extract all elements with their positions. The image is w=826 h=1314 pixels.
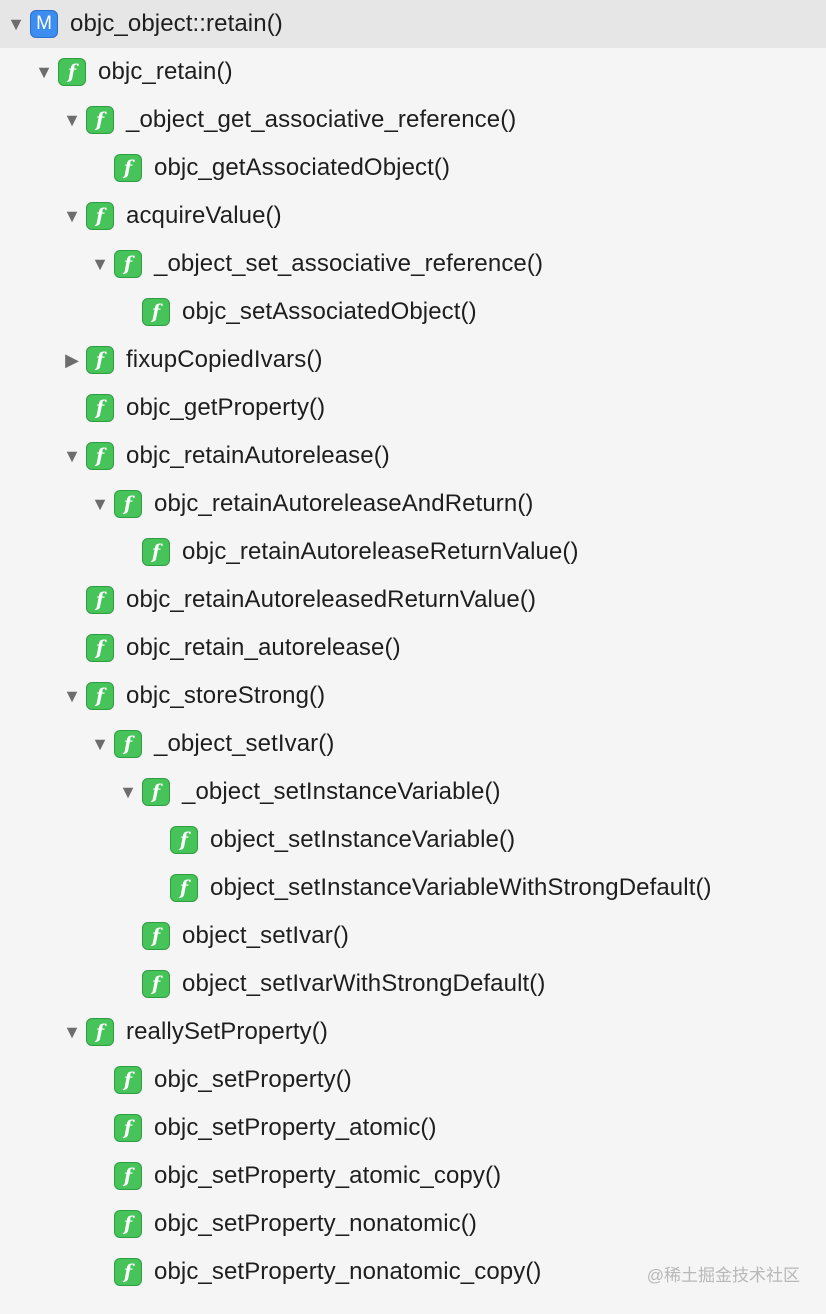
tree-row-label[interactable]: objc_retain(): [98, 58, 233, 85]
tree-row-label[interactable]: objc_retain_autorelease(): [126, 634, 401, 661]
watermark: @稀土掘金技术社区: [646, 1266, 800, 1285]
tree-row[interactable]: f objc_setProperty_nonatomic(): [86, 1200, 477, 1248]
function-icon: f: [114, 1258, 142, 1286]
tree-row[interactable]: ▼f _object_setInstanceVariable(): [114, 768, 501, 816]
disclosure-expanded-icon[interactable]: ▼: [91, 494, 109, 514]
disclosure-expanded-icon[interactable]: ▼: [119, 782, 137, 802]
tree-row-label[interactable]: _object_setInstanceVariable(): [182, 778, 501, 805]
tree-row[interactable]: f objc_setProperty_atomic_copy(): [86, 1152, 501, 1200]
tree-row[interactable]: f objc_getAssociatedObject(): [86, 144, 450, 192]
tree-row[interactable]: f object_setInstanceVariable(): [142, 816, 515, 864]
tree-row-label[interactable]: objc_setProperty_nonatomic(): [154, 1210, 477, 1237]
function-icon: f: [114, 250, 142, 278]
function-icon: f: [86, 442, 114, 470]
selected-row-highlight: [0, 0, 826, 48]
tree-row[interactable]: ▼f objc_retain(): [30, 48, 233, 96]
tree-row-label[interactable]: objc_setAssociatedObject(): [182, 298, 477, 325]
tree-row-label[interactable]: objc_setProperty_atomic_copy(): [154, 1162, 502, 1189]
tree-row[interactable]: f objc_retainAutoreleasedReturnValue(): [58, 576, 536, 624]
function-icon: f: [114, 490, 142, 518]
tree-row-label[interactable]: fixupCopiedIvars(): [126, 346, 323, 373]
tree-row-label[interactable]: _object_set_associative_reference(): [154, 250, 544, 277]
function-icon: f: [170, 874, 198, 902]
disclosure-expanded-icon[interactable]: ▼: [63, 686, 81, 706]
tree-row[interactable]: f objc_setProperty_atomic(): [86, 1104, 437, 1152]
tree-row-label[interactable]: objc_object::retain(): [70, 10, 283, 37]
function-icon: f: [86, 682, 114, 710]
function-icon: f: [142, 970, 170, 998]
tree-row[interactable]: ▼f reallySetProperty(): [58, 1008, 328, 1056]
tree-row[interactable]: ▼f _object_setIvar(): [86, 720, 334, 768]
tree-row[interactable]: f objc_retain_autorelease(): [58, 624, 401, 672]
disclosure-collapsed-icon[interactable]: ▶: [65, 350, 79, 370]
tree-row-label[interactable]: objc_setProperty_nonatomic_copy(): [154, 1258, 542, 1285]
disclosure-expanded-icon[interactable]: ▼: [35, 62, 53, 82]
tree-row[interactable]: f objc_setProperty(): [86, 1056, 352, 1104]
tree-row[interactable]: f objc_setProperty_nonatomic_copy(): [86, 1248, 542, 1296]
tree-row-label[interactable]: objc_getAssociatedObject(): [154, 154, 451, 181]
function-icon: f: [86, 634, 114, 662]
function-icon: f: [170, 826, 198, 854]
tree-row-label[interactable]: objc_retainAutoreleaseReturnValue(): [182, 538, 579, 565]
tree-row[interactable]: f objc_getProperty(): [58, 384, 325, 432]
disclosure-expanded-icon[interactable]: ▼: [63, 446, 81, 466]
function-icon: f: [86, 106, 114, 134]
disclosure-expanded-icon[interactable]: ▼: [91, 254, 109, 274]
tree-row[interactable]: f object_setInstanceVariableWithStrongDef…: [142, 864, 712, 912]
tree-row[interactable]: f object_setIvarWithStrongDefault(): [114, 960, 545, 1008]
function-icon: f: [86, 202, 114, 230]
disclosure-expanded-icon[interactable]: ▼: [91, 734, 109, 754]
tree-row-label[interactable]: objc_retainAutoreleaseAndReturn(): [154, 490, 534, 517]
tree-row-label[interactable]: object_setIvar(): [182, 922, 349, 949]
tree-row-label[interactable]: object_setInstanceVariableWithStrongDefa…: [210, 874, 712, 901]
function-icon: f: [114, 1210, 142, 1238]
tree-row[interactable]: ▼f _object_set_associative_reference(): [86, 240, 543, 288]
tree-row-label[interactable]: objc_retainAutorelease(): [126, 442, 390, 469]
disclosure-expanded-icon[interactable]: ▼: [63, 206, 81, 226]
tree-row-label[interactable]: acquireValue(): [126, 202, 282, 229]
function-icon: f: [114, 1114, 142, 1142]
tree-row[interactable]: ▼f acquireValue(): [58, 192, 282, 240]
tree-row-label[interactable]: objc_retainAutoreleasedReturnValue(): [126, 586, 537, 613]
function-icon: f: [142, 922, 170, 950]
tree-row-label[interactable]: object_setInstanceVariable(): [210, 826, 516, 853]
tree-row-label[interactable]: objc_setProperty_atomic(): [154, 1114, 437, 1141]
tree-row-label[interactable]: objc_getProperty(): [126, 394, 326, 421]
tree-row-label[interactable]: objc_storeStrong(): [126, 682, 326, 709]
function-icon: f: [142, 778, 170, 806]
tree-row[interactable]: ▶ f fixupCopiedIvars(): [58, 336, 323, 384]
tree-row[interactable]: f objc_setAssociatedObject(): [114, 288, 477, 336]
function-icon: f: [86, 346, 114, 374]
tree-row-label[interactable]: reallySetProperty(): [126, 1018, 328, 1045]
function-icon: f: [114, 730, 142, 758]
function-icon: f: [142, 538, 170, 566]
function-icon: f: [114, 154, 142, 182]
tree-row-label[interactable]: object_setIvarWithStrongDefault(): [182, 970, 546, 997]
function-icon: f: [86, 394, 114, 422]
tree-row-label[interactable]: _object_setIvar(): [154, 730, 335, 757]
tree-row-label[interactable]: _object_get_associative_reference(): [126, 106, 517, 133]
function-icon: f: [86, 1018, 114, 1046]
function-icon: f: [114, 1066, 142, 1094]
function-icon: f: [142, 298, 170, 326]
tree-row[interactable]: ▼f objc_storeStrong(): [58, 672, 325, 720]
function-icon: f: [86, 586, 114, 614]
function-icon: f: [114, 1162, 142, 1190]
disclosure-expanded-icon[interactable]: ▼: [63, 1022, 81, 1042]
disclosure-expanded-icon[interactable]: ▼: [7, 14, 25, 34]
disclosure-expanded-icon[interactable]: ▼: [63, 110, 81, 130]
tree-row[interactable]: ▼f objc_retainAutoreleaseAndReturn(): [86, 480, 534, 528]
tree-row-label[interactable]: objc_setProperty(): [154, 1066, 352, 1093]
function-icon: f: [58, 58, 86, 86]
tree-row[interactable]: f objc_retainAutoreleaseReturnValue(): [114, 528, 579, 576]
tree-row[interactable]: ▼f objc_retainAutorelease(): [58, 432, 390, 480]
tree-row[interactable]: f object_setIvar(): [114, 912, 349, 960]
tree-row[interactable]: ▼f _object_get_associative_reference(): [58, 96, 516, 144]
method-icon: M: [30, 10, 58, 38]
